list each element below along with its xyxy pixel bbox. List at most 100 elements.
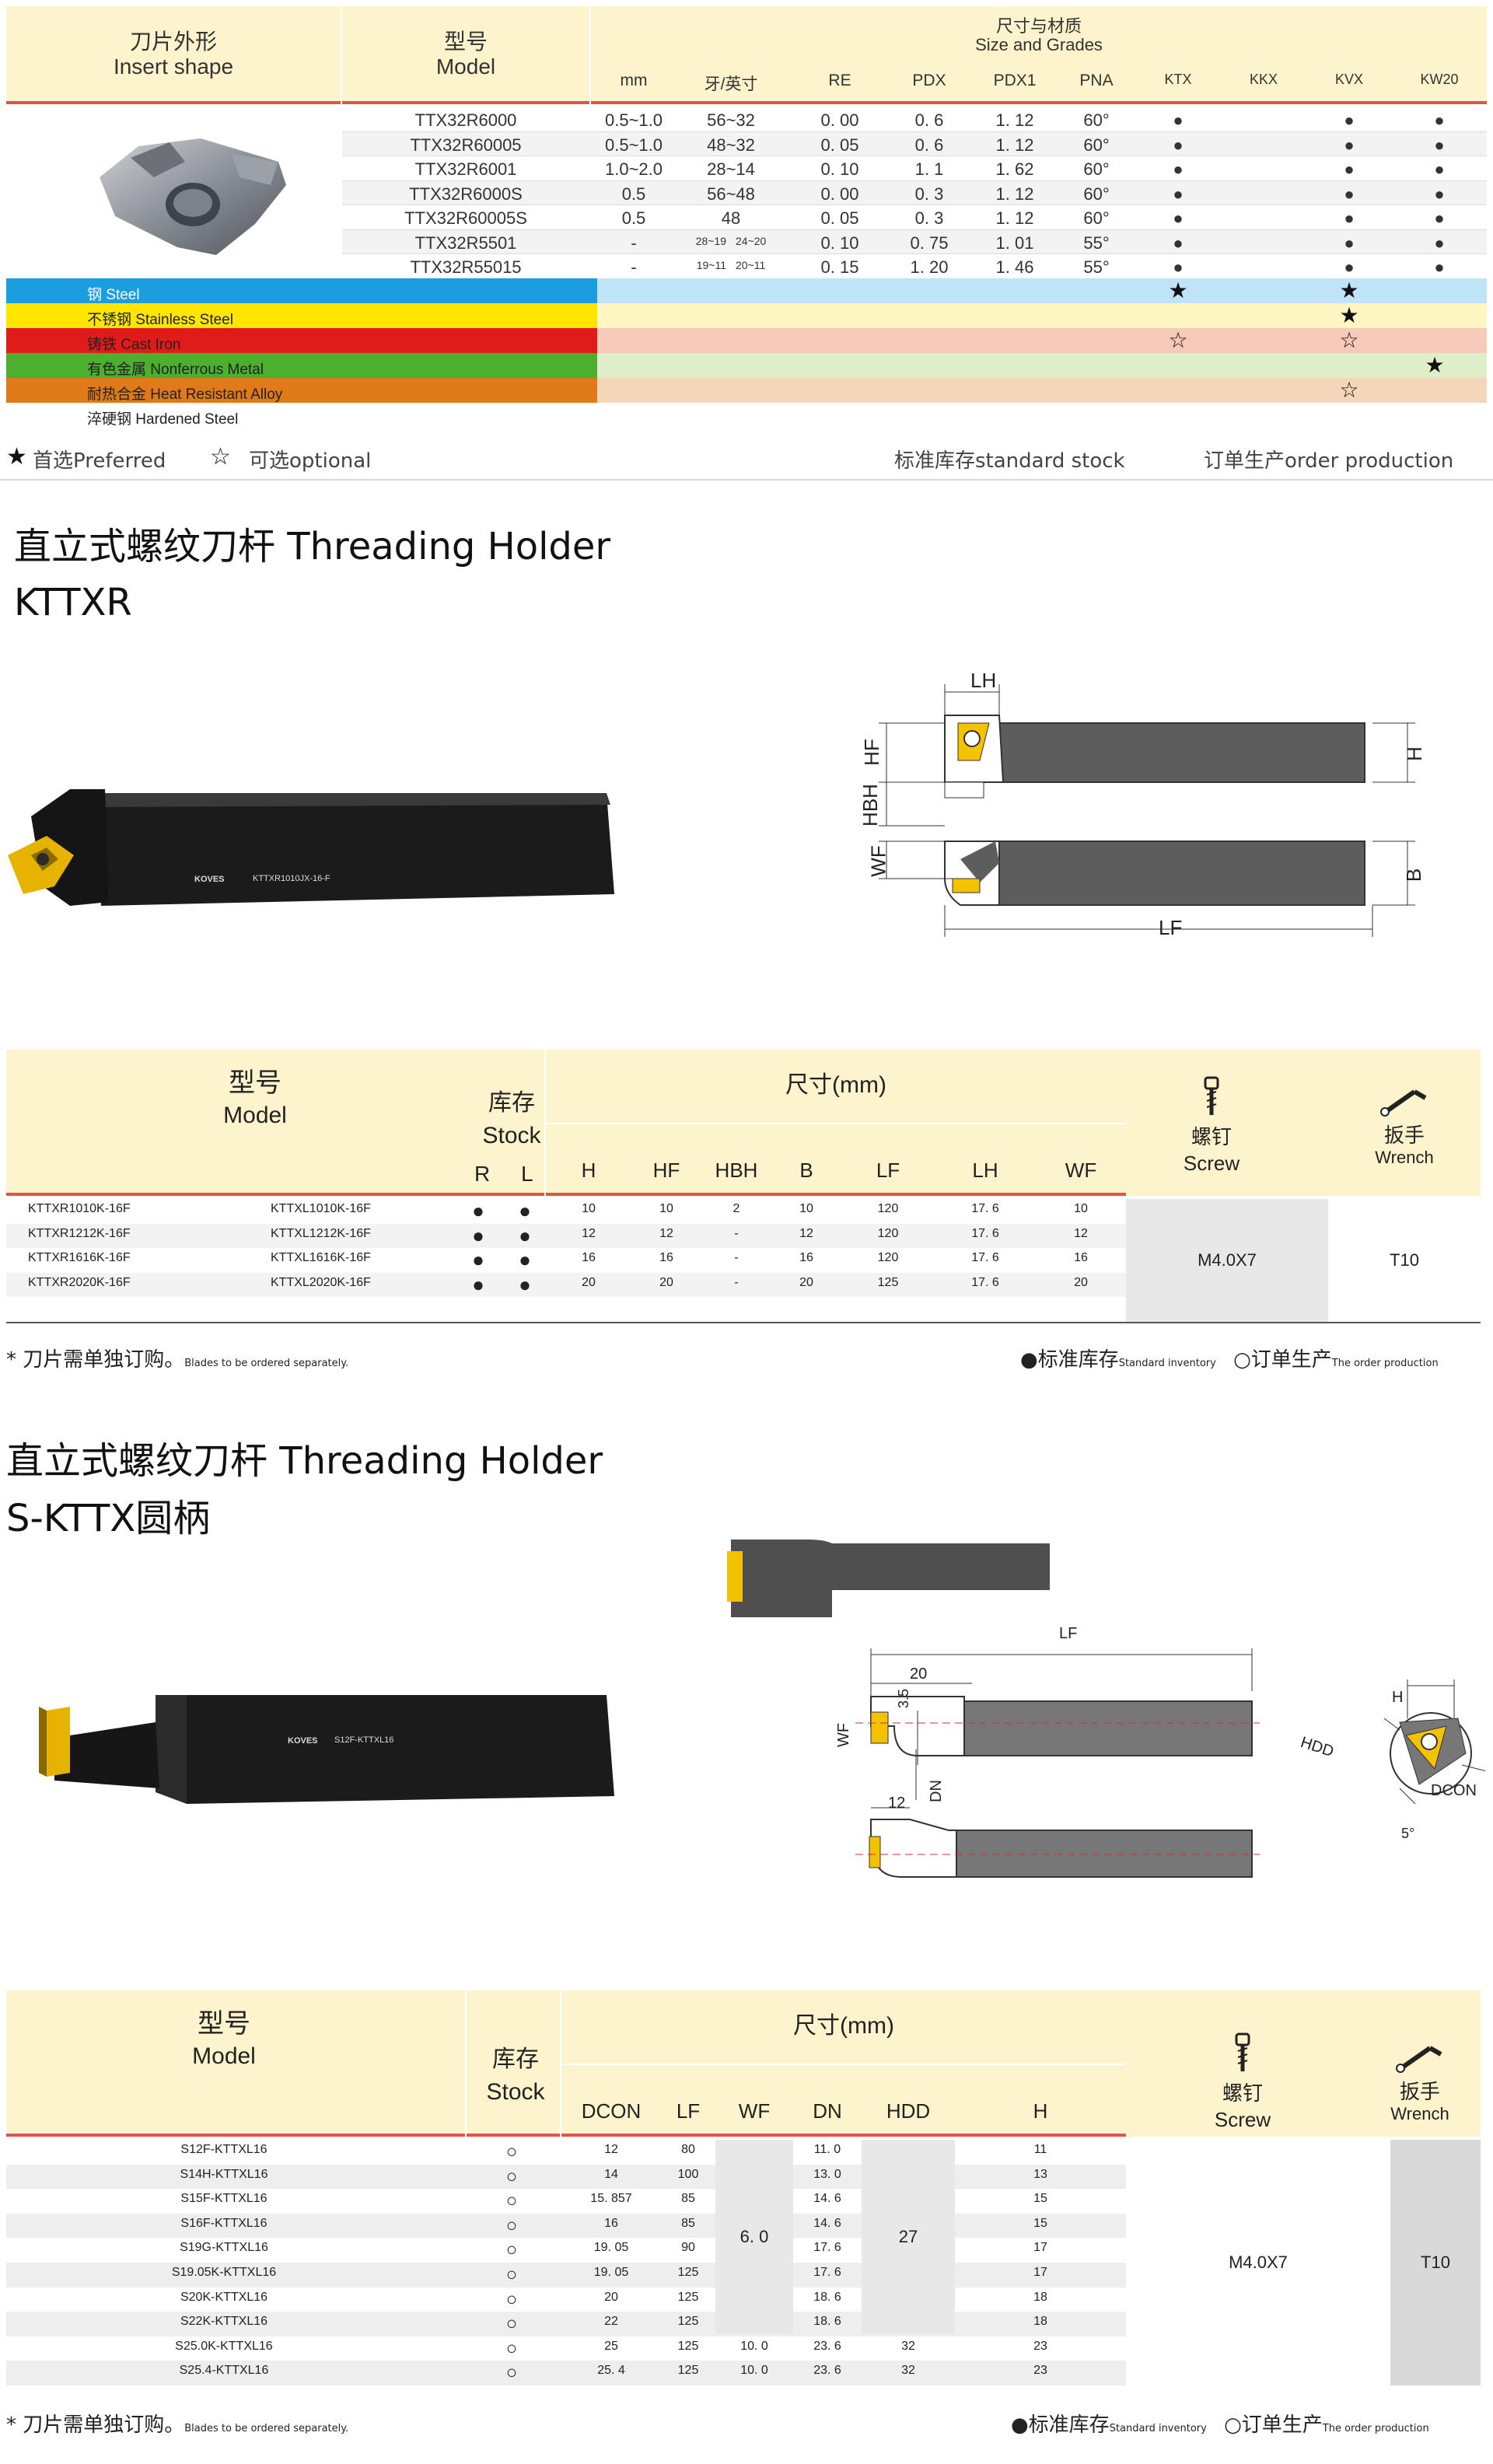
material-band <box>597 378 1487 403</box>
t1-cell-model-l: KTTXL1212K-16F <box>271 1226 371 1240</box>
t2-cell-dn: 17. 6 <box>813 2266 841 2279</box>
t2-cell-dn: 17. 6 <box>813 2241 841 2255</box>
star-outline-icon: ☆ <box>210 443 231 470</box>
t2-cell-dcon: 22 <box>604 2315 618 2329</box>
t2-stock-legend: ●标准库存Standard inventory ○订单生产The order p… <box>1011 2409 1429 2438</box>
star-filled-icon: ★ <box>6 443 27 470</box>
t1-cell-h: 12 <box>582 1226 596 1240</box>
t2-cell-model: S16F-KTTXL16 <box>180 2216 267 2230</box>
t1-stock-cn: 库存 <box>488 1090 535 1116</box>
t2-cell-hdd: 32 <box>901 2339 915 2353</box>
section2-title-en: Threading Holder <box>279 1439 603 1483</box>
section2-title-cn: 直立式螺纹刀杆 <box>6 1439 268 1483</box>
insert-cell-pna: 60° <box>1083 110 1110 130</box>
insert-cell-pna: 55° <box>1083 232 1110 253</box>
t2-cell-model: S19G-KTTXL16 <box>180 2241 268 2255</box>
insert-legend: ★ 首选Preferred ☆ 可选optional 标准库存standard … <box>6 443 1487 473</box>
t1-size-header: 尺寸(mm) <box>785 1072 886 1098</box>
section1-title-en: Threading Holder <box>287 525 611 568</box>
t2-col-lf: LF <box>676 2099 701 2123</box>
t2-cell-h: 17 <box>1033 2241 1047 2255</box>
col-kvx: KVX <box>1334 72 1364 87</box>
material-label: 有色金属 Nonferrous Metal <box>87 362 264 378</box>
section1-title-cn: 直立式螺纹刀杆 <box>14 525 276 568</box>
t1-legend-stock-en: Standard inventory <box>1118 1358 1216 1369</box>
insert-cell-pna: 55° <box>1083 257 1110 277</box>
insert-cell-tpi-b: 20~11 <box>736 259 766 271</box>
screw-icon <box>1204 1076 1219 1115</box>
t1-stock-legend: ●标准库存Standard inventory ○订单生产The order p… <box>1020 1344 1439 1372</box>
t1-screw-value: M4.0X7 <box>1126 1199 1328 1322</box>
material-mark-kvx: ★ <box>1339 303 1359 327</box>
col-ktx: KTX <box>1164 72 1192 87</box>
t1-stock-en: Stock <box>482 1123 541 1148</box>
material-color-swatch: 铸铁 Cast Iron <box>6 328 597 353</box>
t1-cell-lh: 17. 6 <box>971 1275 999 1289</box>
material-mark-ktx: ☆ <box>1168 328 1188 352</box>
legend-production: 订单生产order production <box>1204 449 1454 473</box>
material-row: 有色金属 Nonferrous Metal★ <box>6 353 1487 378</box>
t2-cell-dn: 23. 6 <box>813 2339 841 2353</box>
t1-cell-b: 12 <box>799 1226 813 1240</box>
t2-wrench-cn: 扳手 <box>1399 2080 1440 2103</box>
material-color-swatch: 不锈钢 Stainless Steel <box>6 303 597 328</box>
insert-cell-pna: 60° <box>1083 135 1110 155</box>
t1-note-en: Blades to be ordered separately. <box>184 1358 349 1369</box>
t2-cell-stock: ○ <box>505 2264 518 2285</box>
t1-cell-model-r: KTTXR1010K-16F <box>28 1202 131 1215</box>
t2-cell-stock: ○ <box>505 2337 518 2359</box>
dim-hbh: HBH <box>858 784 882 827</box>
t1-col-b: B <box>799 1159 813 1182</box>
section1-subtitle: KTTXR <box>14 581 132 624</box>
t2-legend-prod-en: The order production <box>1322 2423 1429 2434</box>
insert-cell-model: TTX32R6000S <box>409 183 523 204</box>
t1-cell-wf: 12 <box>1074 1226 1088 1240</box>
t2-cell-wf: 10. 0 <box>740 2364 768 2378</box>
insert-cell-pdx: 1. 20 <box>910 257 949 277</box>
t1-cell-stock-r: ● <box>472 1248 484 1271</box>
insert-cell-tpi: 48 <box>721 208 741 228</box>
t2-hdd-merged: 27 <box>898 2227 918 2246</box>
dim2-dn: DN <box>927 1780 945 1802</box>
material-mark-kvx: ☆ <box>1339 328 1359 352</box>
insert-cell-model: TTX32R5501 <box>414 232 517 253</box>
t1-cell-stock-l: ● <box>519 1199 531 1222</box>
t2-cell-h: 23 <box>1033 2339 1047 2353</box>
t1-cell-hbh: - <box>734 1226 739 1240</box>
t1-cell-model-r: KTTXR2020K-16F <box>28 1275 131 1289</box>
insert-table-header <box>6 6 1487 104</box>
legend-stock: 标准库存standard stock <box>894 449 1125 473</box>
t1-cell-lf: 120 <box>877 1251 899 1264</box>
material-row: 淬硬钢 Hardened Steel <box>6 403 1487 428</box>
t2-cell-h: 18 <box>1033 2315 1047 2329</box>
t1-cell-hf: 12 <box>659 1226 673 1240</box>
t1-cell-stock-r: ● <box>472 1199 484 1222</box>
t1-note: * 刀片需单独订购。Blades to be ordered separatel… <box>6 1344 348 1372</box>
insert-cell-model: TTX32R55015 <box>410 257 522 277</box>
dim-hf: HF <box>859 739 883 766</box>
t2-cell-dcon: 25 <box>604 2339 618 2353</box>
insert-cell-model: TTX32R60005 <box>410 135 522 155</box>
size-grades-cn: 尺寸与材质 <box>995 16 1082 36</box>
dim-wf: WF <box>866 845 890 877</box>
t2-col-hdd: HDD <box>886 2099 931 2123</box>
insert-cell-pdx: 0. 3 <box>914 208 944 228</box>
dim-h: H <box>1402 746 1426 761</box>
size-grades-en: Size and Grades <box>975 35 1103 54</box>
material-label: 淬硬钢 Hardened Steel <box>87 411 239 428</box>
insert-cell-tpi: 56~48 <box>707 183 755 204</box>
t2-cell-dn: 14. 6 <box>813 2192 841 2206</box>
t2-note-cn: * 刀片需单独订购。 <box>6 2413 185 2437</box>
material-row: 铸铁 Cast Iron ☆ ☆ <box>6 328 1487 353</box>
t1-note-cn: * 刀片需单独订购。 <box>6 1348 185 1372</box>
t2-cell-stock: ○ <box>505 2165 518 2187</box>
t2-cell-model: S25.4-KTTXL16 <box>179 2364 269 2378</box>
t1-model-en: Model <box>223 1103 287 1128</box>
